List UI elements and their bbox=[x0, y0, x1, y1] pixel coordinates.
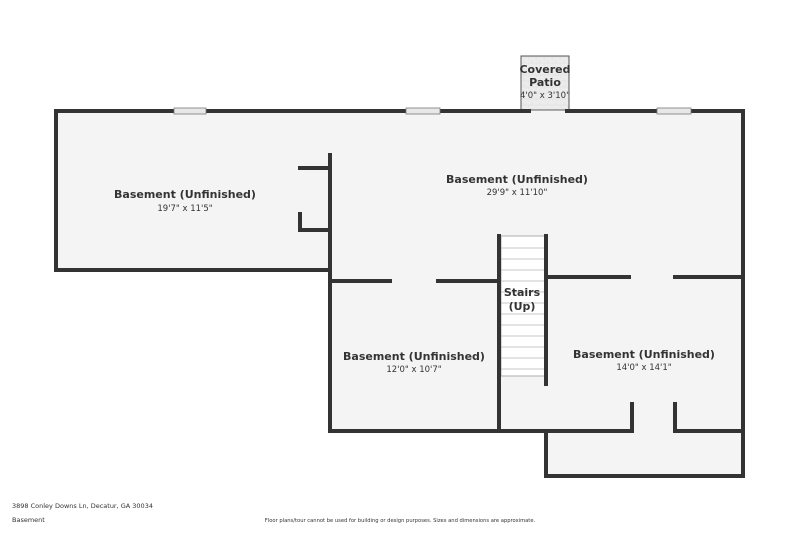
room-label-patio: Covered bbox=[519, 63, 570, 76]
room-label-stairs-2: (Up) bbox=[509, 300, 536, 313]
covered-patio bbox=[520, 55, 570, 111]
floor-level: Basement bbox=[12, 516, 45, 524]
walls bbox=[54, 109, 745, 478]
room-dims-basement-left: 19'7" x 11'5" bbox=[157, 204, 212, 214]
window bbox=[656, 107, 692, 115]
room-label-basement-center: Basement (Unfinished) bbox=[446, 173, 588, 186]
room-label-patio-2: Patio bbox=[529, 76, 561, 89]
room-dims-basement-center: 29'9" x 11'10" bbox=[487, 188, 548, 198]
room-label-basement-lower-right: Basement (Unfinished) bbox=[573, 348, 715, 361]
disclaimer: Floor plans/tour cannot be used for buil… bbox=[264, 518, 536, 524]
window bbox=[173, 107, 207, 115]
room-label-stairs: Stairs bbox=[504, 286, 541, 299]
room-dims-patio: 4'0" x 3'10" bbox=[520, 91, 570, 101]
window bbox=[405, 107, 441, 115]
stairs bbox=[500, 235, 546, 377]
floor-area bbox=[56, 111, 743, 476]
windows bbox=[173, 107, 692, 115]
room-label-basement-left: Basement (Unfinished) bbox=[114, 188, 256, 201]
property-address: 3898 Conley Downs Ln, Decatur, GA 30034 bbox=[12, 502, 153, 510]
room-label-basement-lower-left: Basement (Unfinished) bbox=[343, 350, 485, 363]
room-dims-basement-lower-right: 14'0" x 14'1" bbox=[616, 363, 671, 373]
room-dims-basement-lower-left: 12'0" x 10'7" bbox=[386, 365, 441, 375]
